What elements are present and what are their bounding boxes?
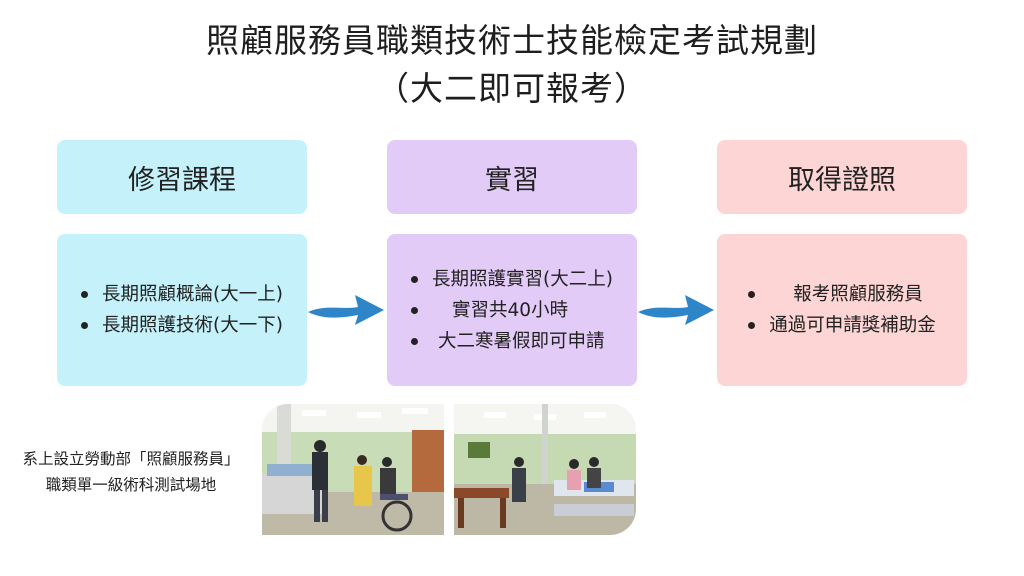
certificate-content-box: 報考照顧服務員 通過可申請獎補助金	[717, 234, 967, 386]
bullet-icon	[411, 275, 419, 283]
list-item-text: 長期照護技術(大一下)	[102, 315, 283, 336]
exam-site-caption: 系上設立勞動部「照顧服務員」 職類單一級術科測試場地	[0, 446, 262, 498]
certificate-header-box: 取得證照	[717, 140, 967, 214]
internship-list: 長期照護實習(大二上) 實習共40小時 大二寒暑假即可申請	[411, 264, 613, 357]
bullet-icon	[411, 306, 419, 314]
classroom-photo-bed-care	[454, 404, 636, 535]
internship-header-box: 實習	[387, 140, 637, 214]
caption-line1: 系上設立勞動部「照顧服務員」	[22, 450, 240, 468]
bullet-icon	[81, 291, 89, 298]
list-item-text: 實習共40小時	[452, 299, 569, 321]
list-item: 通過可申請獎補助金	[748, 310, 936, 341]
list-item-text: 長期照顧概論(大一上)	[102, 284, 283, 305]
bullet-icon	[81, 322, 89, 329]
list-item-text: 通過可申請獎補助金	[769, 315, 936, 336]
bullet-icon	[748, 291, 756, 298]
page-title-line2: （大二即可報考）	[376, 69, 648, 108]
internship-header-label: 實習	[485, 164, 539, 196]
certificate-header-label: 取得證照	[788, 164, 896, 196]
list-item: 長期照顧概論(大一上)	[81, 279, 283, 310]
list-item-text: 大二寒暑假即可申請	[438, 330, 605, 352]
course-header-label: 修習課程	[128, 164, 236, 196]
list-item: 長期照護實習(大二上)	[411, 264, 613, 295]
list-item: 實習共40小時	[411, 295, 613, 326]
list-item: 大二寒暑假即可申請	[411, 326, 613, 357]
caption-line2: 職類單一級術科測試場地	[45, 476, 217, 494]
course-header-box: 修習課程	[57, 140, 307, 214]
internship-content-box: 長期照護實習(大二上) 實習共40小時 大二寒暑假即可申請	[387, 234, 637, 386]
list-item-text: 長期照護實習(大二上)	[432, 268, 613, 290]
page-title-line1: 照顧服務員職類技術士技能檢定考試規劃	[206, 21, 818, 60]
bullet-icon	[748, 322, 756, 329]
right-arrow-icon	[308, 295, 384, 325]
list-item: 報考照顧服務員	[748, 279, 936, 310]
list-item: 長期照護技術(大一下)	[81, 310, 283, 341]
right-arrow-icon	[638, 295, 714, 325]
list-item-text: 報考照顧服務員	[793, 284, 923, 305]
certificate-list: 報考照顧服務員 通過可申請獎補助金	[748, 279, 936, 341]
classroom-photo-wheelchair	[262, 404, 444, 535]
course-list: 長期照顧概論(大一上) 長期照護技術(大一下)	[81, 279, 283, 341]
bullet-icon	[411, 337, 419, 345]
course-content-box: 長期照顧概論(大一上) 長期照護技術(大一下)	[57, 234, 307, 386]
